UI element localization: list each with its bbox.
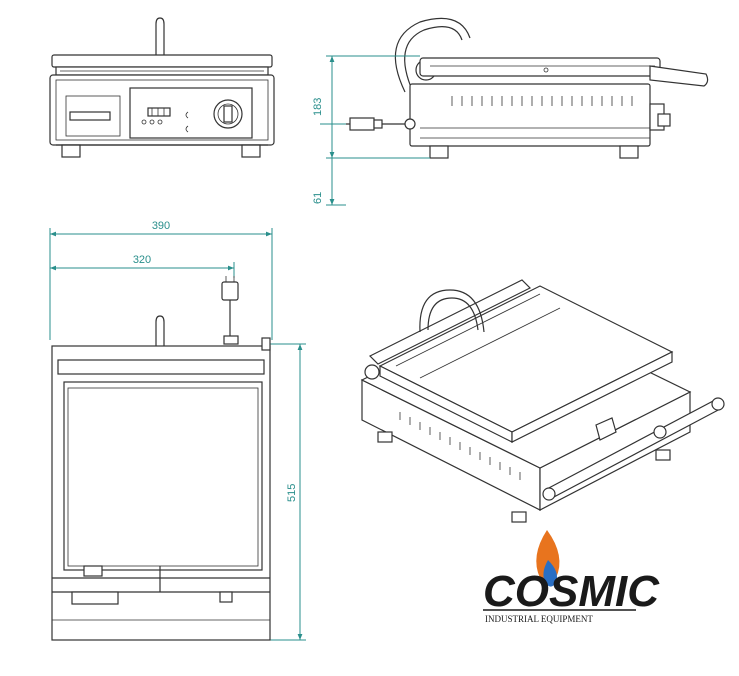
dim-height-top: 183: [312, 98, 324, 116]
dim-width-inner: 320: [133, 254, 151, 266]
dim-depth: 515: [286, 484, 298, 502]
logo-brand: COSMIC: [483, 567, 660, 616]
iso-vents: [399, 412, 521, 480]
dim-foot-height: 61: [312, 192, 324, 204]
dim-width-total: 390: [152, 220, 170, 232]
side-view: [320, 17, 709, 206]
cosmic-logo: COSMIC INDUSTRIAL EQUIPMENT: [483, 530, 660, 624]
front-view: [49, 17, 275, 158]
isometric-view: [360, 279, 725, 523]
top-view: [49, 228, 306, 641]
side-vents: [451, 96, 633, 106]
logo-tagline: INDUSTRIAL EQUIPMENT: [485, 614, 593, 624]
